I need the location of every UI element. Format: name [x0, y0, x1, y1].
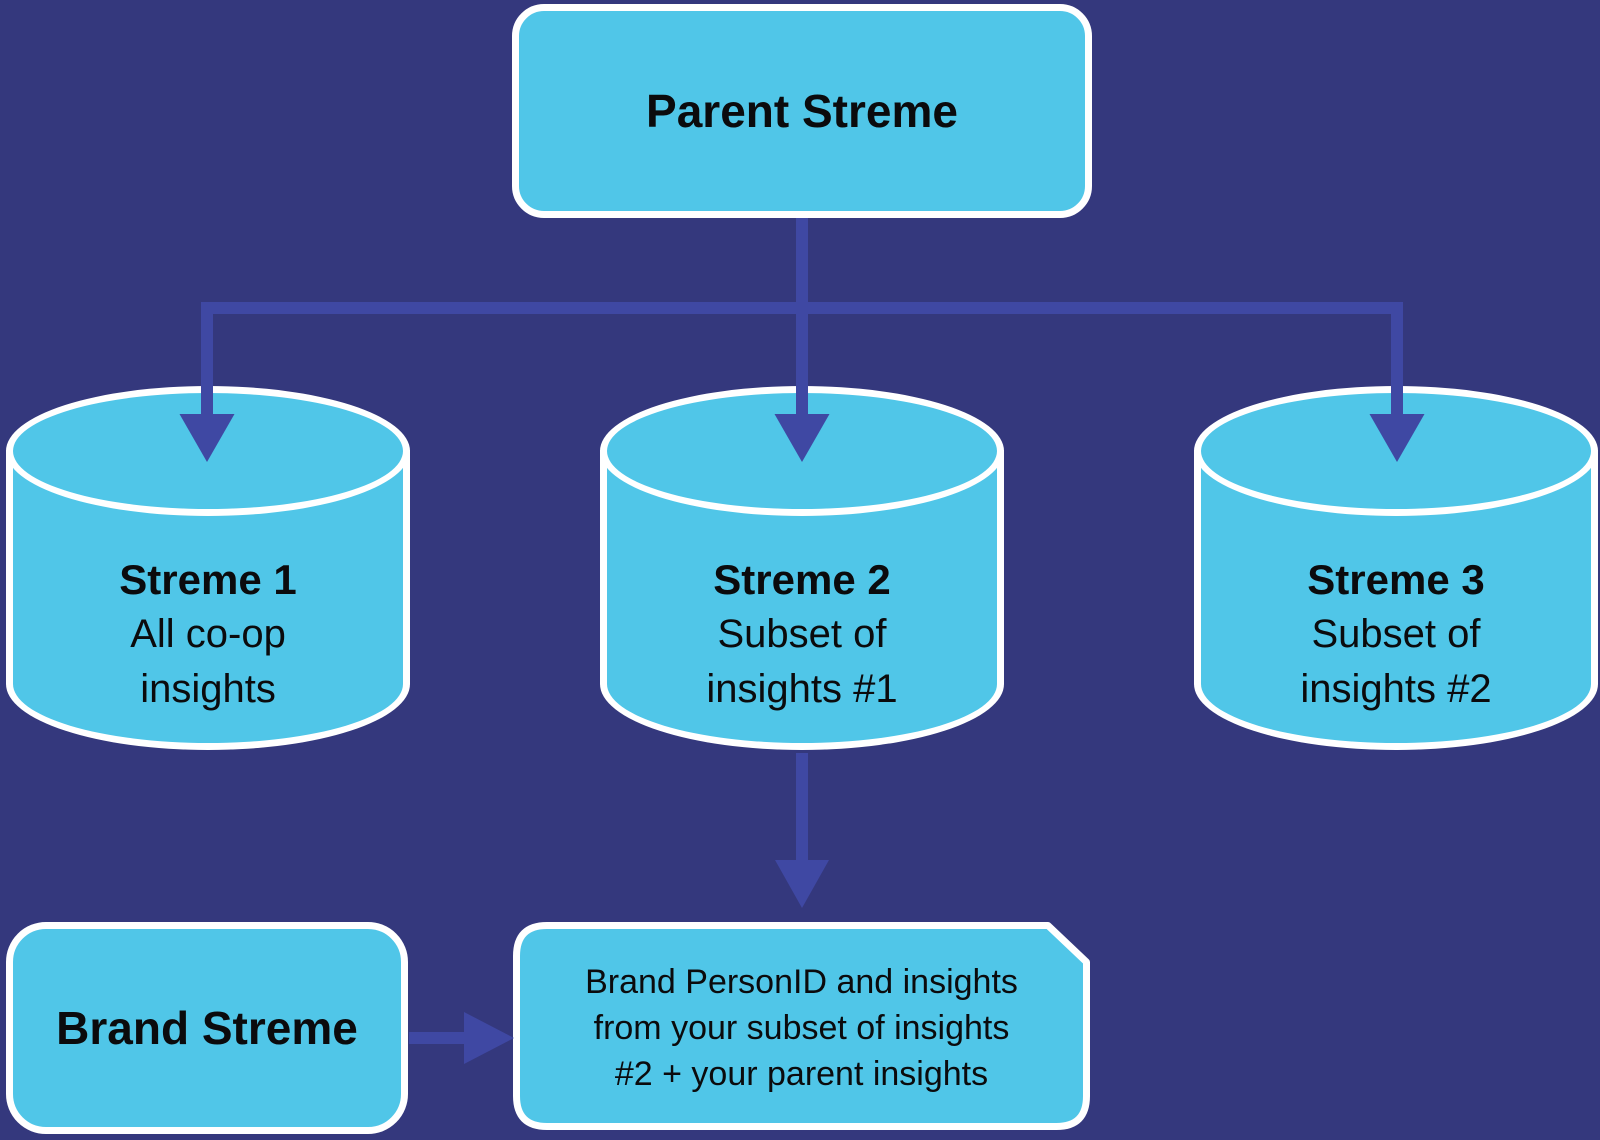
streme-1-text: Streme 1 All co-op insights — [6, 552, 410, 717]
streme-2-cylinder: Streme 2 Subset of insights #1 — [600, 386, 1004, 750]
parent-streme-node: Parent Streme — [512, 4, 1092, 218]
cylinder-top-ellipse — [1194, 386, 1598, 516]
streme-3-title: Streme 3 — [1307, 556, 1485, 603]
connector-streme-2-to-result — [775, 753, 829, 908]
brand-streme-label: Brand Streme — [56, 1002, 358, 1054]
streme-3-cylinder: Streme 3 Subset of insights #2 — [1194, 386, 1598, 750]
cylinder-top-ellipse — [600, 386, 1004, 516]
arrowhead-down-icon — [775, 860, 829, 908]
streme-2-text: Streme 2 Subset of insights #1 — [600, 552, 1004, 717]
streme-2-title: Streme 2 — [713, 556, 891, 603]
streme-2-subtitle-line-1: Subset of — [717, 612, 887, 656]
result-node: Brand PersonID and insights from your su… — [513, 922, 1090, 1130]
streme-3-subtitle-line-2: insights #2 — [1300, 667, 1492, 711]
parent-streme-label: Parent Streme — [646, 85, 958, 137]
result-line-1: Brand PersonID and insights — [585, 963, 1018, 1001]
result-line-2: from your subset of insights — [593, 1009, 1010, 1047]
streme-2-subtitle-line-2: insights #1 — [706, 667, 898, 711]
streme-1-cylinder: Streme 1 All co-op insights — [6, 386, 410, 750]
streme-1-title: Streme 1 — [119, 556, 297, 603]
brand-streme-node: Brand Streme — [6, 922, 408, 1134]
streme-3-subtitle-line-1: Subset of — [1311, 612, 1481, 656]
notched-box-shape — [513, 922, 1090, 1130]
streme-1-subtitle-line-1: All co-op — [130, 612, 286, 656]
streme-3-text: Streme 3 Subset of insights #2 — [1194, 552, 1598, 717]
cylinder-top-ellipse — [6, 386, 410, 516]
result-line-3: #2 + your parent insights — [614, 1055, 989, 1093]
connector-brand-to-result — [409, 1012, 514, 1064]
arrowhead-right-icon — [464, 1012, 514, 1064]
result-node-text: Brand PersonID and insights from your su… — [513, 922, 1090, 1130]
streme-1-subtitle-line-2: insights — [140, 667, 276, 711]
